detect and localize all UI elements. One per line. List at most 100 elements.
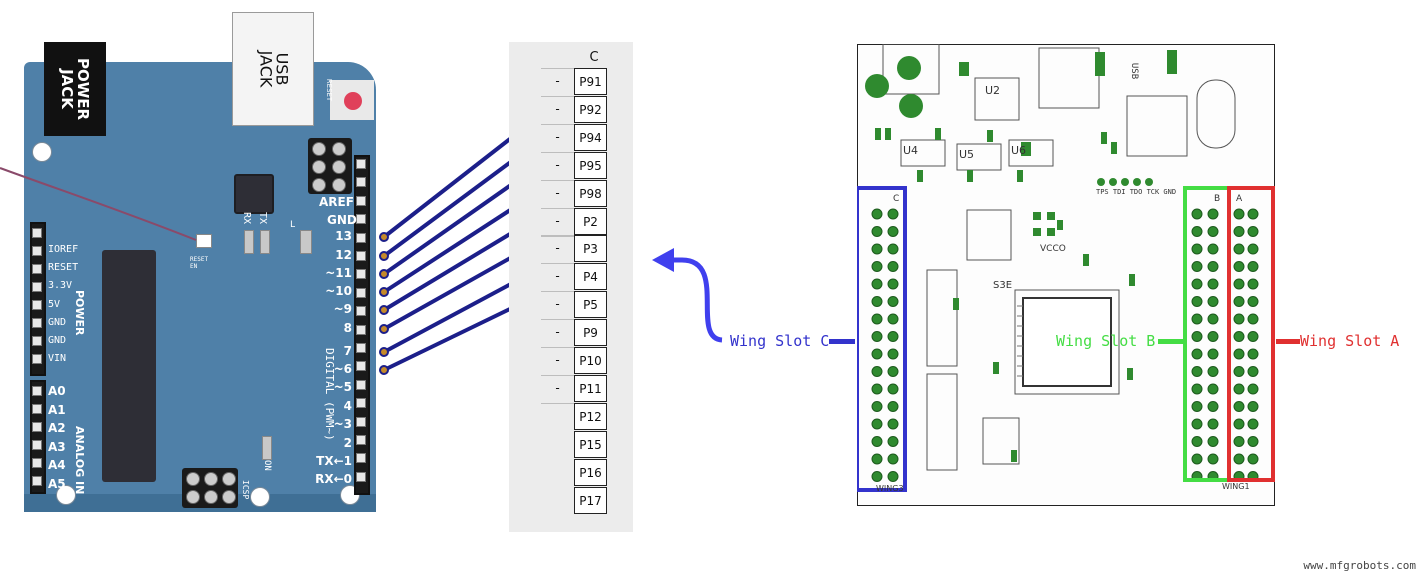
wing-header-pin: [1191, 243, 1203, 255]
reset-en-jumper: [196, 234, 212, 248]
usb-part-label: USB: [1129, 62, 1140, 80]
header-pin: [356, 269, 366, 280]
digital-pin-label: 2: [343, 436, 352, 450]
wing-header-pin: [1233, 261, 1245, 272]
column-letter-b: B: [1214, 194, 1221, 204]
wing-header-pin: [1247, 401, 1259, 412]
wing-header-pin: [887, 348, 899, 360]
wing-header-pin: [887, 261, 899, 272]
arrow-head: [652, 248, 674, 272]
connector-row: -P92: [541, 95, 607, 125]
wire-end-arduino: [379, 269, 389, 279]
column-letter-c: C: [893, 194, 900, 204]
wing-header-pin: [1247, 348, 1259, 360]
rx-led: [244, 230, 254, 254]
header-pin: [356, 306, 366, 317]
power-header-pin: [32, 336, 42, 346]
wing-header-pin: [1233, 278, 1245, 290]
power-header-pin: [32, 300, 42, 310]
connector-dash-cell: [541, 459, 574, 486]
footer-watermark: www.mfgrobots.com: [1303, 559, 1416, 572]
wing-header-pin: [1191, 453, 1203, 465]
wing-header-pin: [1207, 366, 1219, 377]
digital-pin-label: 13: [335, 229, 352, 243]
connector-dash-cell: -: [541, 291, 574, 321]
connector-dash-cell: -: [541, 263, 574, 293]
arduino-board: [24, 62, 376, 512]
wing-header-pin: [1207, 331, 1219, 342]
power-pin-label: VIN: [48, 353, 67, 365]
power-header-pin: [32, 282, 42, 292]
connector-row: -P3: [541, 235, 607, 265]
wing-header-pin: [871, 348, 883, 360]
wing-slot-b-label: Wing Slot B: [1056, 332, 1156, 350]
reset-button[interactable]: [344, 92, 362, 110]
aref-label: AREF: [319, 195, 354, 209]
connector-pin-cell: P91: [574, 68, 607, 95]
analog-pin-label: A0: [48, 384, 66, 398]
connector-row: -P11: [541, 374, 607, 404]
connector-row: P17: [541, 486, 607, 514]
s3e-label: S3E: [993, 280, 1013, 291]
connector-pin-cell: P5: [574, 291, 607, 319]
wing1-label: WING1: [1222, 482, 1250, 491]
wing-header-pin: [1207, 261, 1219, 272]
wing-header-pin: [1207, 243, 1219, 255]
digital-pin-label: RX←0: [315, 472, 352, 486]
wing-header-pin: [1191, 366, 1203, 377]
wing-header-pin: [1233, 226, 1245, 237]
u4-label: U4: [903, 144, 919, 157]
wire-end-arduino: [379, 324, 389, 334]
header-pin: [356, 177, 366, 188]
wing-header-pin: [887, 418, 899, 430]
wing-header-pin: [871, 471, 883, 482]
header-pin: [356, 195, 366, 206]
wing-header-pin: [1191, 383, 1203, 395]
wing-header-pin: [871, 366, 883, 377]
wire-end-arduino: [379, 365, 389, 375]
wing-header-pin: [1207, 436, 1219, 447]
power-pin-label: GND: [48, 316, 67, 328]
connector-dash-cell: -: [541, 347, 574, 376]
wing-header-pin: [871, 436, 883, 447]
usb-jack: USB JACK: [232, 12, 314, 126]
wing3-label: WING3: [876, 484, 904, 493]
wing-header-pin: [1233, 243, 1245, 255]
connector-panel: [509, 42, 633, 532]
digital-pin-label: ~6: [333, 362, 352, 376]
digital-pin-label: ~3: [333, 417, 352, 431]
slot-a-pointer: [1276, 339, 1300, 344]
power-header-pin: [32, 264, 42, 274]
wing-header-pin: [1247, 383, 1259, 395]
reset-en-label: RESET EN: [190, 256, 209, 270]
connector-dash-cell: -: [541, 179, 574, 209]
wing-header-pin: [887, 331, 899, 342]
wing-header-pin: [887, 453, 899, 465]
connector-pin-cell: P11: [574, 374, 607, 402]
wing-header-pin: [1207, 226, 1219, 237]
connector-pin-cell: P17: [574, 486, 607, 514]
header-pin: [356, 232, 366, 243]
analog-pin-label: A4: [48, 458, 66, 473]
analog-header-pin: [32, 422, 42, 432]
wing-header-pin: [1191, 348, 1203, 360]
connector-row: -P98: [541, 179, 607, 209]
wing-header-pin: [1233, 401, 1245, 412]
connector-dash-cell: [541, 431, 574, 458]
arrow-to-table: [652, 248, 723, 343]
wing-header-pin: [1247, 226, 1259, 237]
wing-header-pin: [1191, 226, 1203, 237]
atmega-chip: [102, 250, 156, 482]
power-header-pin: [32, 354, 42, 364]
wing-header-pin: [1233, 348, 1245, 360]
wing-header-pin: [1191, 331, 1203, 342]
digital-pin-label: 4: [343, 399, 352, 413]
connector-pin-cell: P12: [574, 402, 607, 430]
u5-label: U5: [959, 148, 975, 161]
wing-header-pin: [1207, 401, 1219, 412]
jtag-pins-label: TPS TDI TDO TCK GND: [1096, 188, 1177, 196]
wing-header-pin: [1233, 418, 1245, 430]
header-pin: [356, 251, 366, 261]
wire-end-arduino: [379, 347, 389, 357]
header-pin: [356, 287, 366, 298]
